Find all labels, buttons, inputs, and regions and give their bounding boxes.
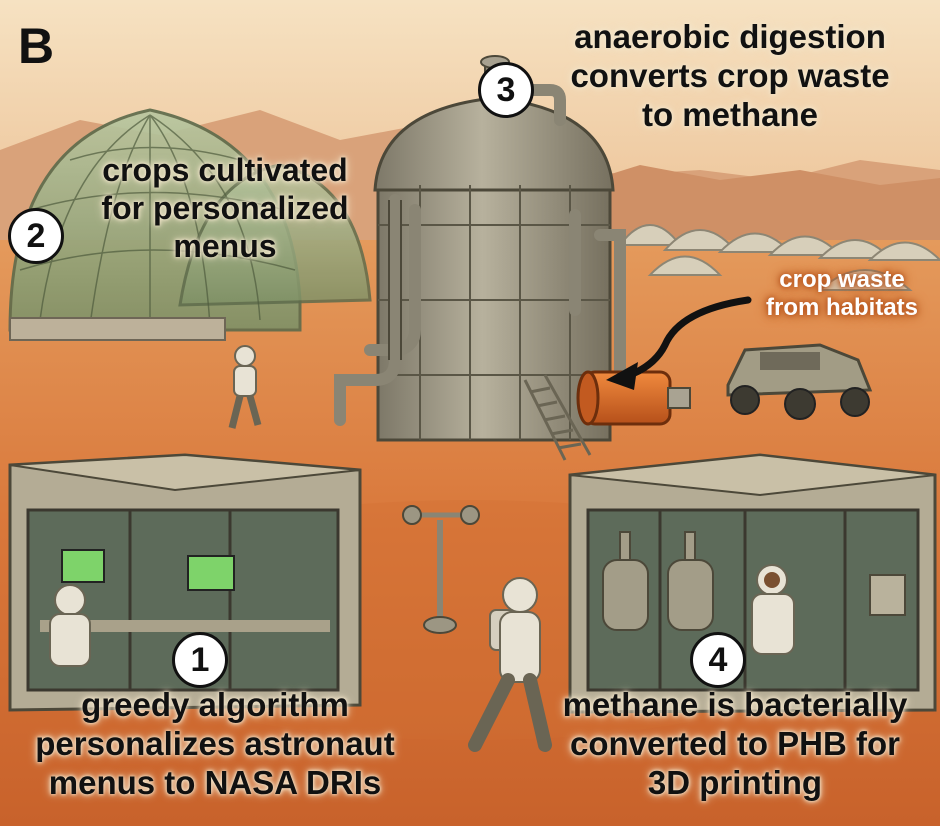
step-badge-1: 1 [172,632,228,688]
caption-line: 3D printing [535,764,935,803]
caption-line: for personalized [60,190,390,228]
bioreactor-lab-module [570,455,935,712]
step-badge-4: 4 [690,632,746,688]
caption-line: menus [60,228,390,266]
caption-line: converts crop waste [540,57,920,96]
rover-vehicle [728,345,870,419]
caption-step-3: anaerobic digestion converts crop waste … [540,18,920,135]
caption-crop-waste: crop waste from habitats [742,266,940,323]
caption-line: menus to NASA DRIs [10,764,420,803]
caption-line: crops cultivated [60,152,390,190]
caption-line: anaerobic digestion [540,18,920,57]
caption-step-2: crops cultivated for personalized menus [60,152,390,265]
caption-line: from habitats [742,294,940,322]
caption-line: personalizes astronaut [10,725,420,764]
step-badge-3: 3 [478,62,534,118]
panel-label: B [18,16,88,76]
caption-line: converted to PHB for [535,725,935,764]
caption-step-4: methane is bacterially converted to PHB … [535,686,935,803]
step-badge-2: 2 [8,208,64,264]
caption-step-1: greedy algorithm personalizes astronaut … [10,686,420,803]
caption-line: crop waste [742,266,940,294]
caption-line: to methane [540,96,920,135]
caption-line: greedy algorithm [10,686,420,725]
caption-line: methane is bacterially [535,686,935,725]
